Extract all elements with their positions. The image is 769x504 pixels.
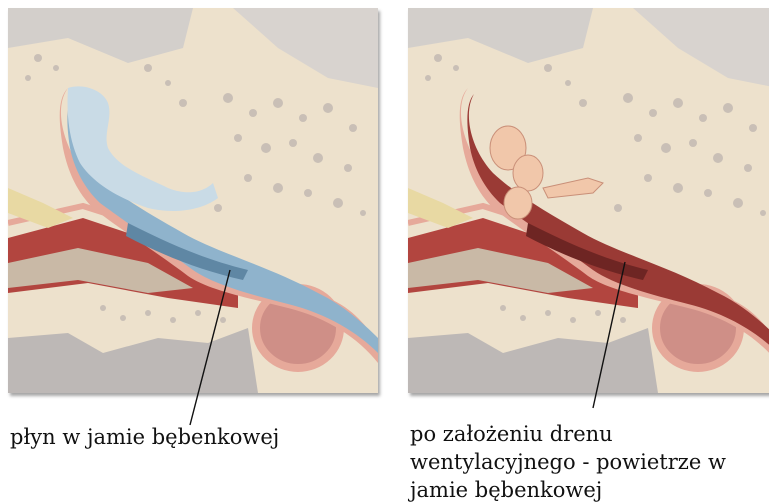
diagram-air-middle-ear bbox=[408, 8, 769, 393]
caption-air-line-1: po założeniu drenu bbox=[410, 420, 765, 448]
caption-air: po założeniu drenu wentylacyjnego - powi… bbox=[410, 420, 765, 504]
diagram-fluid-middle-ear bbox=[8, 8, 378, 393]
caption-fluid: płyn w jamie bębenkowej bbox=[10, 423, 370, 451]
caption-air-line-2: wentylacyjnego - powietrze w bbox=[410, 448, 765, 476]
ear-illustration-air bbox=[408, 8, 769, 393]
caption-air-line-3: jamie bębenkowej bbox=[410, 476, 765, 504]
ear-illustration-fluid bbox=[8, 8, 378, 393]
